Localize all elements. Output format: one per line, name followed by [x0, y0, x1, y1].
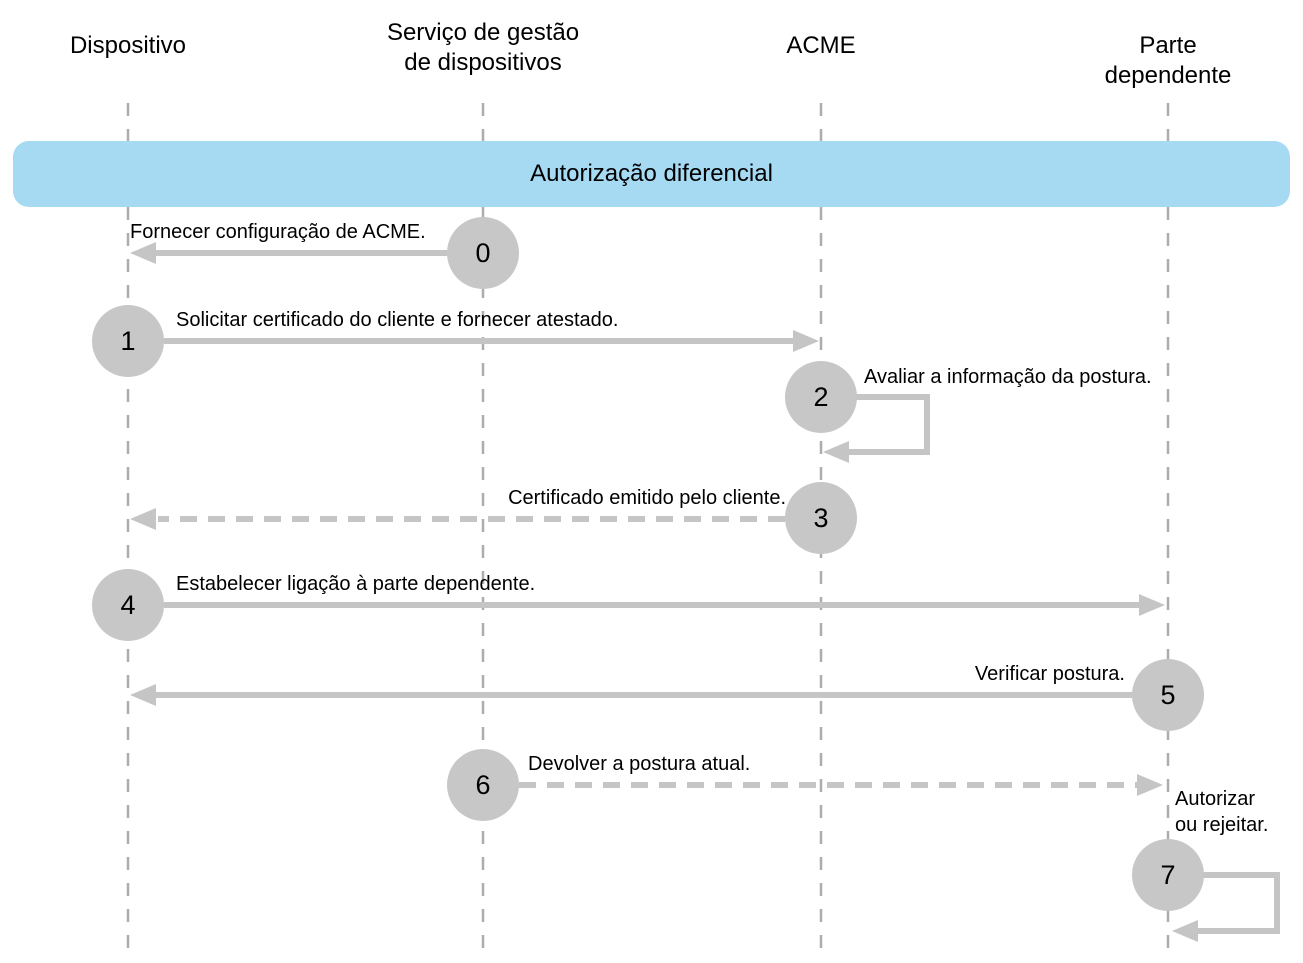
step-circle-0: 0: [447, 217, 519, 289]
arrow-step-4: [164, 594, 1165, 616]
participant-parte-dependente: Parte dependente: [1104, 32, 1232, 89]
message-label-7: Autorizar ou rejeitar.: [1175, 788, 1269, 836]
self-loop-step-7: [1172, 872, 1280, 942]
message-label-3: Certificado emitido pelo cliente.: [508, 487, 786, 509]
participant-servico-gestao: Serviço de gestão de dispositivos: [386, 19, 580, 76]
step-circle-1: 1: [92, 305, 164, 377]
phase-banner: Autorização diferencial: [13, 141, 1290, 207]
arrow-step-6: [519, 774, 1163, 796]
phase-banner-title: Autorização diferencial: [530, 160, 773, 187]
message-label-1: Solicitar certificado do cliente e forne…: [176, 309, 619, 331]
arrow-step-0: [130, 242, 447, 264]
message-label-4: Estabelecer ligação à parte dependente.: [176, 573, 536, 595]
message-label-2: Avaliar a informação da postura.: [864, 366, 1152, 388]
participant-acme: ACME: [786, 32, 856, 59]
step-circle-6: 6: [447, 749, 519, 821]
message-label-5: Verificar postura.: [974, 663, 1125, 685]
self-loop-step-2: [823, 394, 930, 463]
step-circle-3: 3: [785, 482, 857, 554]
step-circle-2: 2: [785, 361, 857, 433]
message-label-6: Devolver a postura atual.: [528, 753, 751, 775]
arrow-step-5: [130, 684, 1132, 706]
arrow-step-1: [164, 330, 819, 352]
participant-dispositivo: Dispositivo: [69, 32, 187, 59]
arrow-step-3: [130, 508, 785, 530]
message-label-0: Fornecer configuração de ACME.: [130, 221, 426, 243]
step-circle-7: 7: [1132, 839, 1204, 911]
step-circle-5: 5: [1132, 659, 1204, 731]
step-circle-4: 4: [92, 569, 164, 641]
